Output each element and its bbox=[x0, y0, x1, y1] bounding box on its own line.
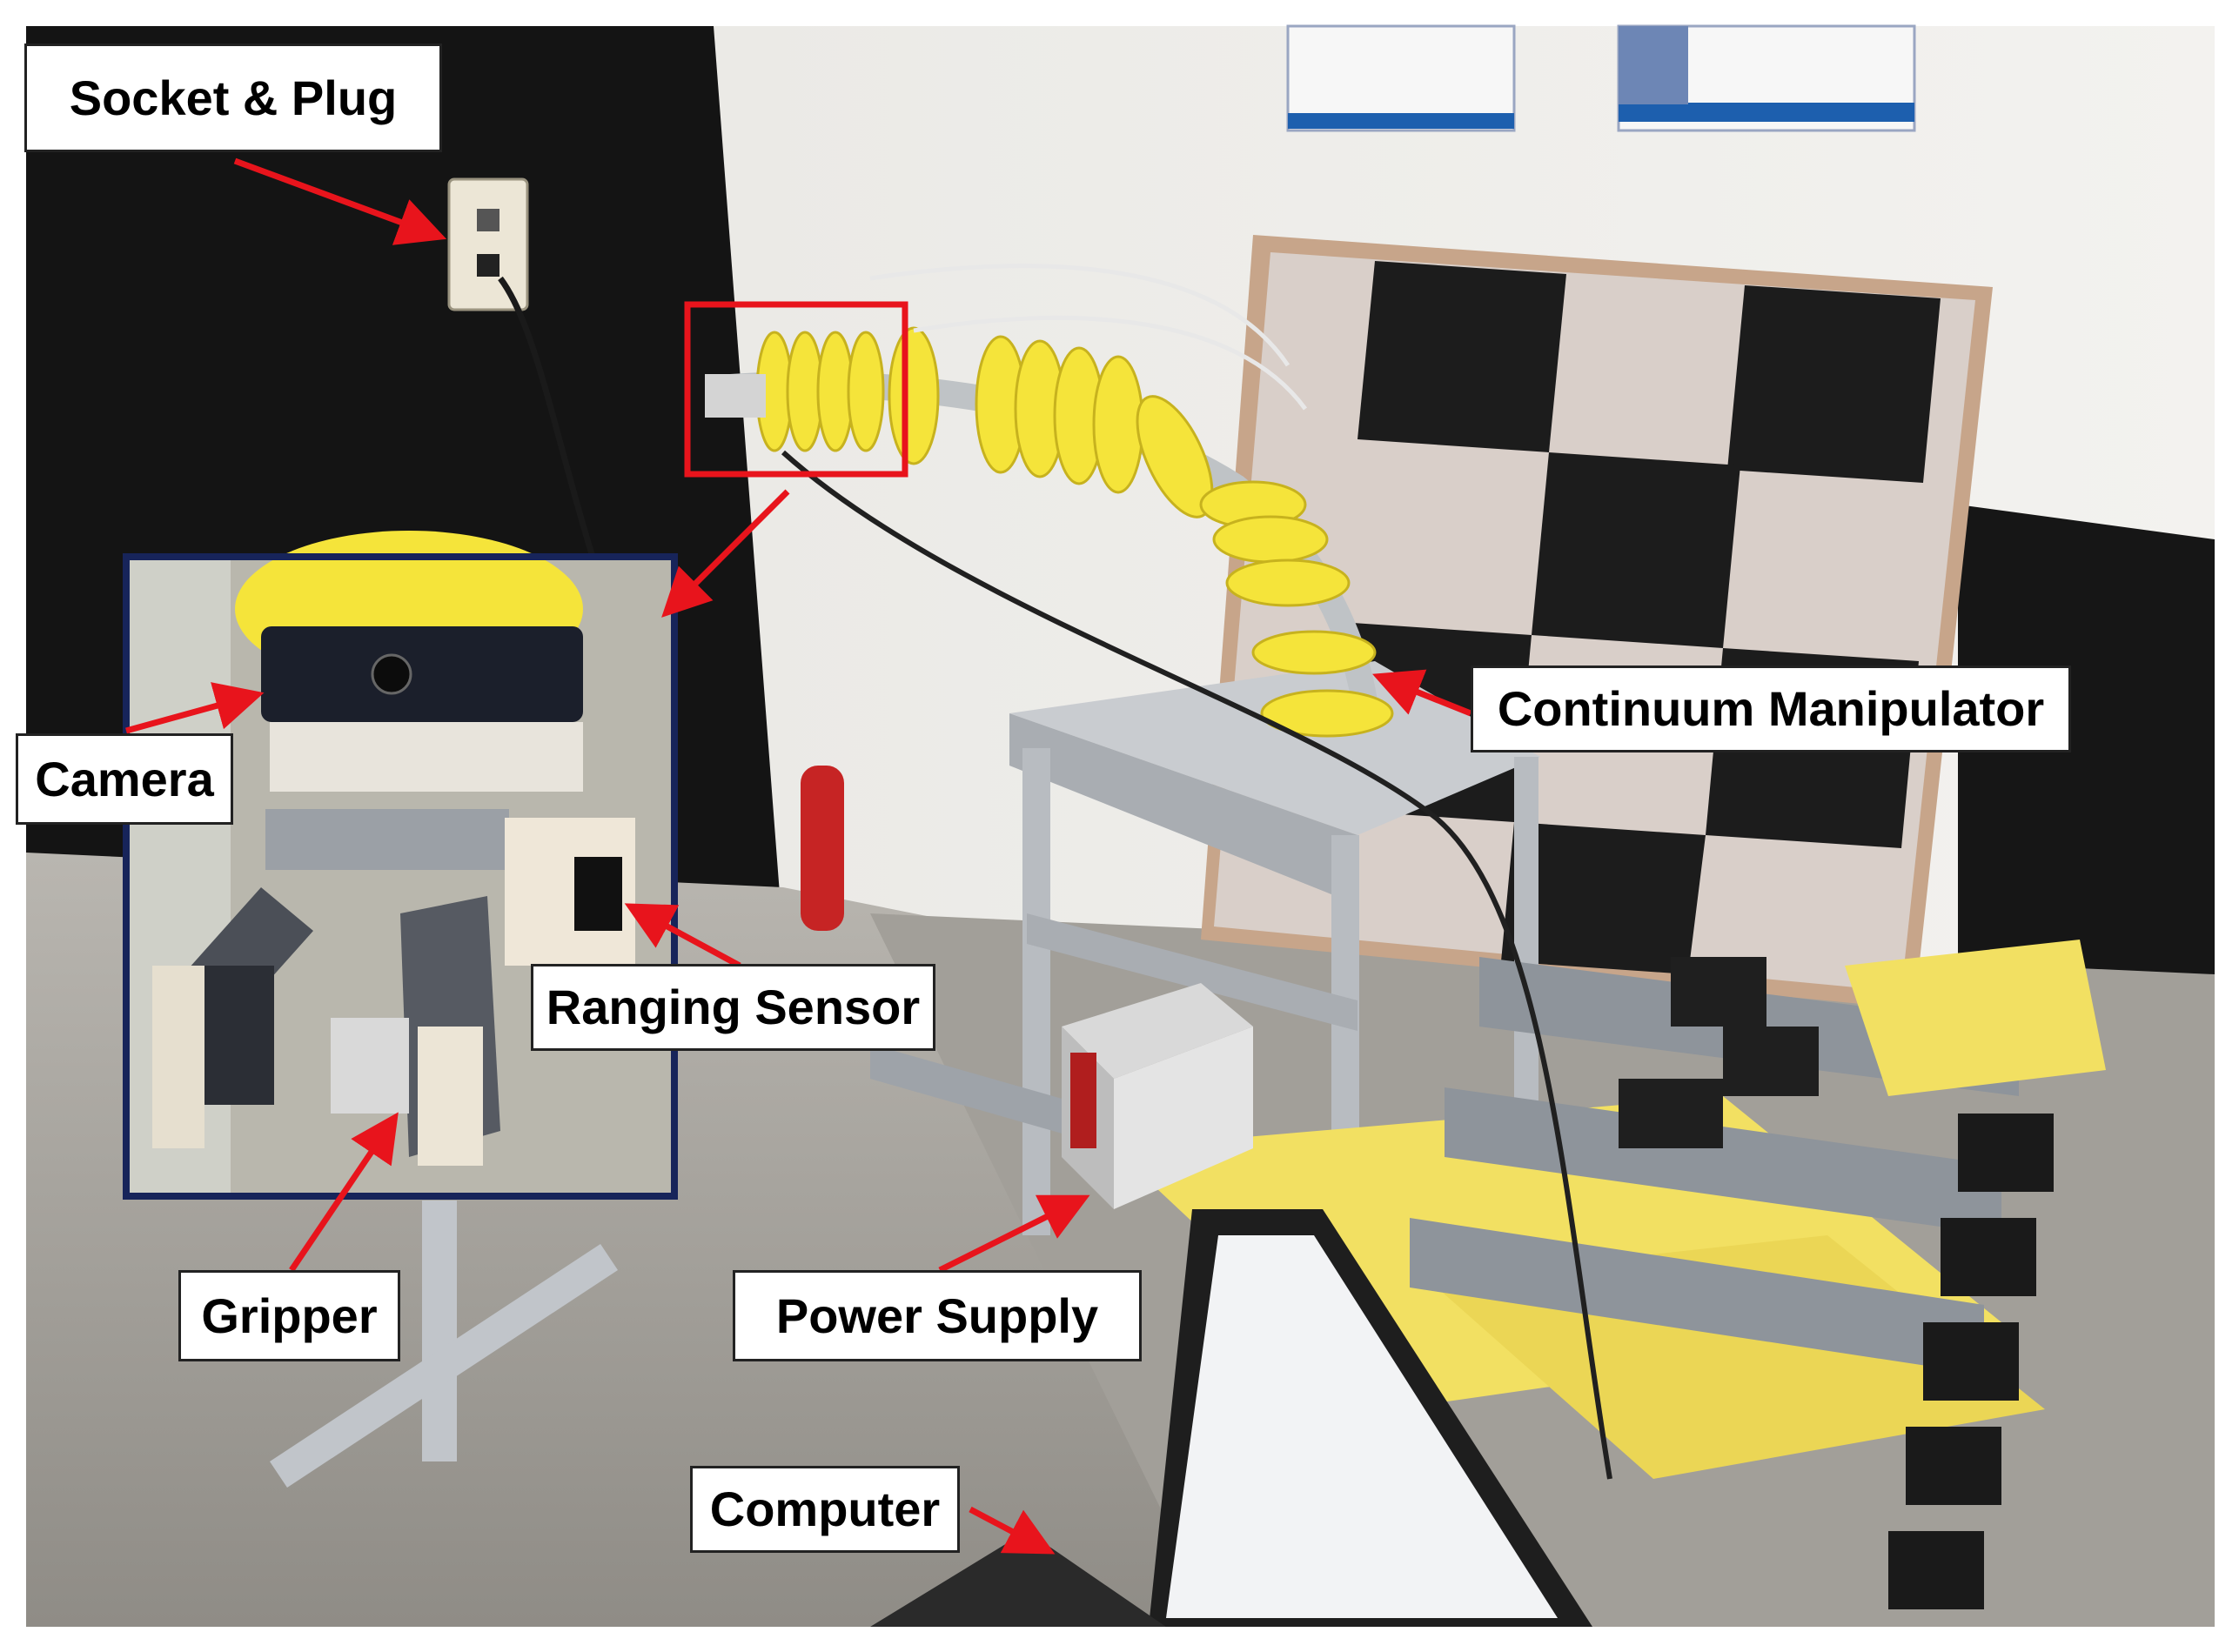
gripper-inset bbox=[123, 531, 678, 1200]
label-gripper: Gripper bbox=[178, 1270, 400, 1361]
continuum-manipulator bbox=[729, 264, 1612, 1480]
arrow-inset bbox=[661, 489, 790, 618]
ranging-sensor-module bbox=[574, 857, 622, 931]
label-power-supply: Power Supply bbox=[733, 1270, 1142, 1361]
arrow-gripper bbox=[289, 1112, 399, 1272]
laptop-computer bbox=[870, 1209, 1592, 1627]
arrow-power-supply bbox=[938, 1194, 1090, 1274]
inset-stand bbox=[270, 1201, 618, 1488]
label-ranging-sensor: Ranging Sensor bbox=[531, 964, 935, 1051]
label-computer: Computer bbox=[690, 1466, 960, 1553]
checkerboard bbox=[1201, 235, 1993, 1009]
arrow-socket bbox=[233, 157, 447, 245]
dark-wall bbox=[1958, 505, 2215, 1027]
fire-extinguisher bbox=[801, 766, 844, 931]
arrow-camera bbox=[125, 682, 265, 734]
arrow-manipulator bbox=[1372, 669, 1472, 717]
label-socket-plug: Socket & Plug bbox=[24, 43, 442, 152]
wall-socket bbox=[447, 177, 529, 311]
end-effector-highlight bbox=[684, 301, 908, 478]
arrow-computer bbox=[969, 1506, 1056, 1555]
camera-module bbox=[261, 626, 583, 722]
label-camera: Camera bbox=[16, 733, 233, 825]
power-supply-unit bbox=[1062, 983, 1253, 1209]
arrow-ranging-sensor bbox=[624, 903, 741, 969]
label-continuum-manipulator: Continuum Manipulator bbox=[1471, 665, 2071, 752]
